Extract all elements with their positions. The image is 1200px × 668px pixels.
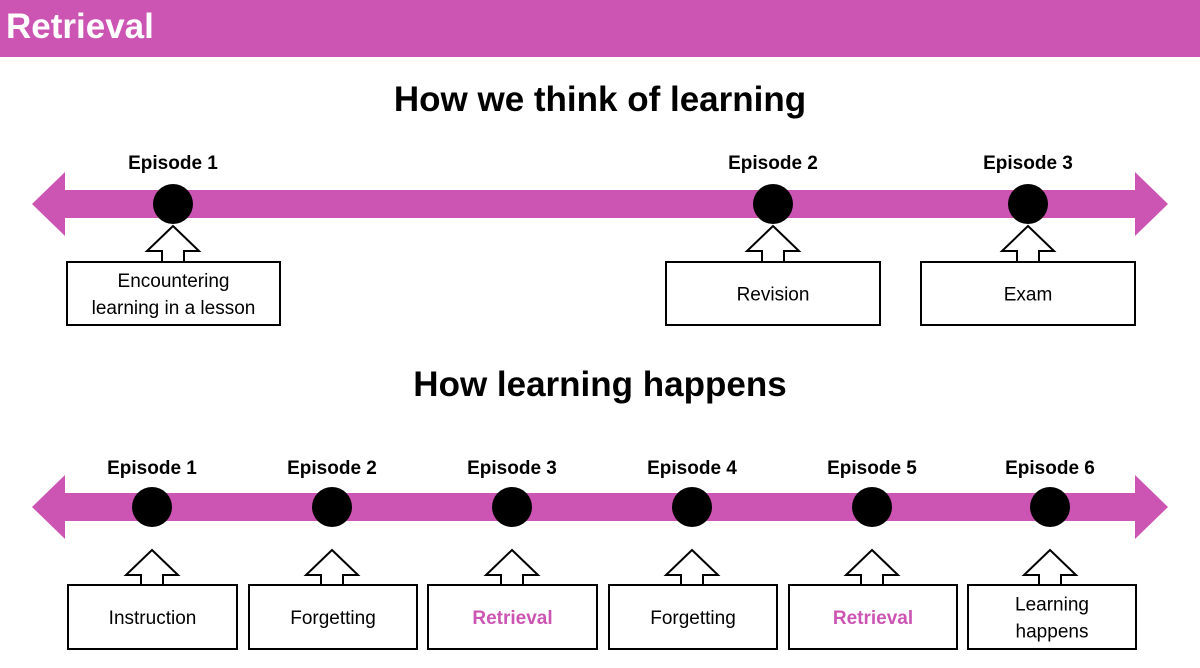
- episode-box-text: Revision: [737, 285, 810, 306]
- episode-box: [920, 261, 1136, 326]
- episode-box-text: Exam: [1004, 285, 1053, 306]
- episode-dot: [132, 487, 172, 527]
- episode-label: Episode 1: [128, 153, 218, 174]
- episode-dot: [312, 487, 352, 527]
- episode-box-text: Forgetting: [650, 608, 736, 629]
- pointer-arrow: [744, 224, 802, 264]
- pointer-arrow: [303, 548, 361, 587]
- pointer-arrow: [483, 548, 541, 587]
- episode-dot: [1008, 184, 1048, 224]
- episode-box: [427, 584, 598, 650]
- episode-dot: [753, 184, 793, 224]
- episode-box-text: learning in a lesson: [92, 298, 256, 319]
- header-title: Retrieval: [6, 7, 154, 46]
- episode-label: Episode 6: [1005, 458, 1095, 479]
- episode-dot: [153, 184, 193, 224]
- episode-dot: [1030, 487, 1070, 527]
- pointer-arrow: [1021, 548, 1079, 587]
- timeline-arrow: [32, 172, 1168, 236]
- episode-box: [788, 584, 958, 650]
- episode-dot: [672, 487, 712, 527]
- episode-dot: [852, 487, 892, 527]
- episode-box-text: Forgetting: [290, 608, 376, 629]
- pointer-arrow: [663, 548, 721, 587]
- episode-box: [665, 261, 881, 326]
- episode-label: Episode 2: [287, 458, 377, 479]
- episode-label: Episode 1: [107, 458, 197, 479]
- header-bar: Retrieval: [0, 0, 1200, 57]
- episode-box-text: Instruction: [109, 608, 197, 629]
- episode-box-text: happens: [1016, 622, 1089, 643]
- episode-box-text: Retrieval: [833, 608, 913, 629]
- episode-box: [248, 584, 418, 650]
- episode-label: Episode 4: [647, 458, 737, 479]
- timeline-arrow: [32, 475, 1168, 539]
- pointer-arrow: [123, 548, 181, 587]
- episode-box: [608, 584, 778, 650]
- episode-box: [967, 584, 1137, 650]
- pointer-arrow: [144, 224, 202, 264]
- episode-label: Episode 3: [467, 458, 557, 479]
- episode-box-text: Encountering: [118, 271, 230, 292]
- episode-label: Episode 5: [827, 458, 917, 479]
- episode-box-text: Retrieval: [472, 608, 552, 629]
- episode-box: [66, 261, 281, 326]
- episode-dot: [492, 487, 532, 527]
- episode-box-text: Learning: [1015, 595, 1089, 616]
- pointer-arrow: [999, 224, 1057, 264]
- episode-label: Episode 3: [983, 153, 1073, 174]
- episode-label: Episode 2: [728, 153, 818, 174]
- section-title-happens: How learning happens: [413, 365, 787, 404]
- section-title-think: How we think of learning: [393, 80, 807, 119]
- pointer-arrow: [843, 548, 901, 587]
- episode-box: [67, 584, 238, 650]
